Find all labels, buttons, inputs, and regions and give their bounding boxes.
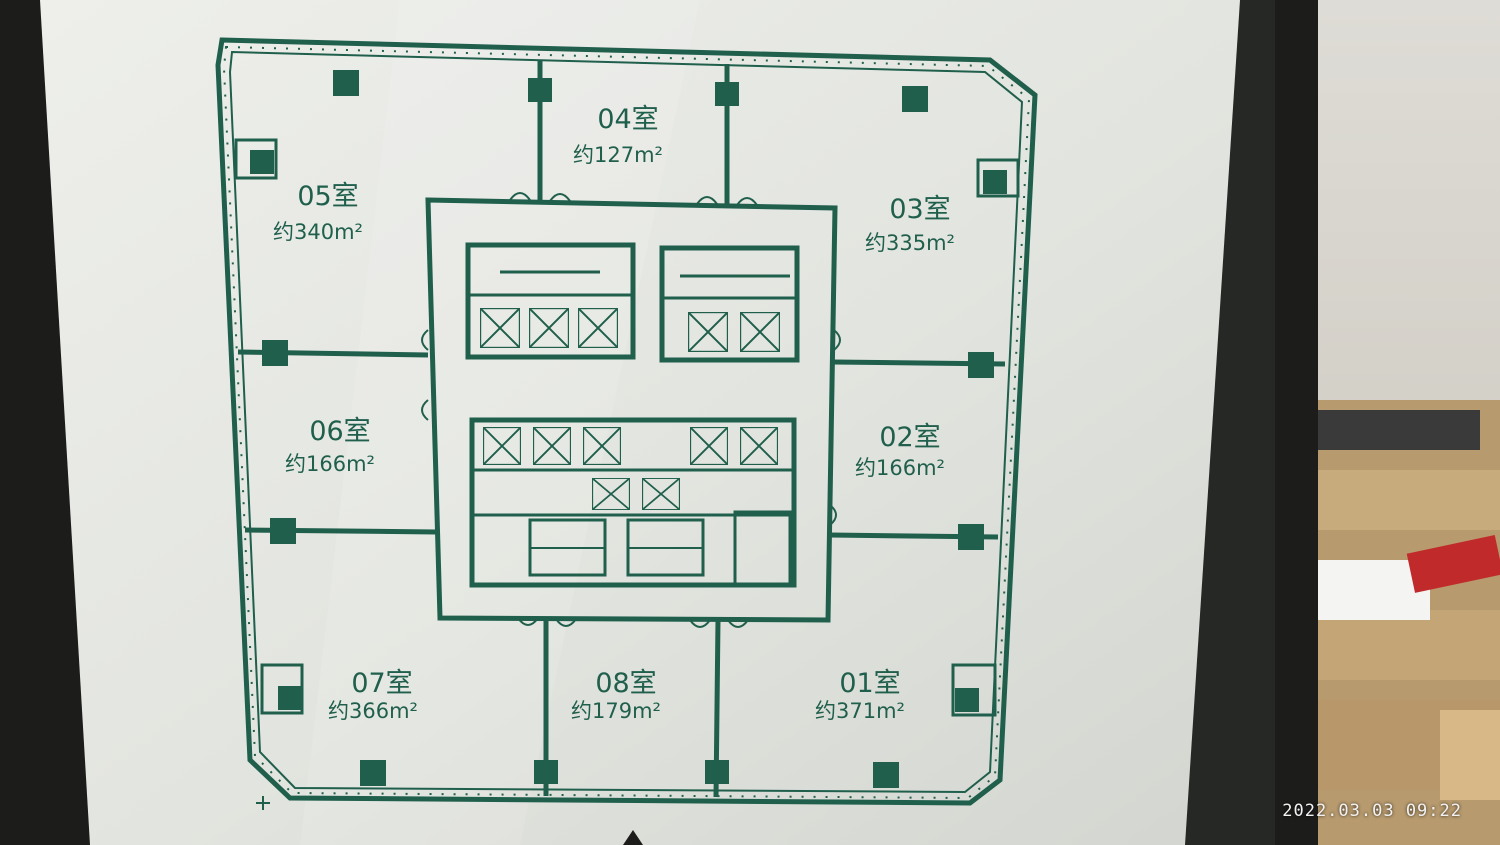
plus-marker-icon — [256, 796, 270, 810]
room-labels: 05室 约340m² 04室 约127m² 03室 约335m² 06室 约16… — [273, 104, 955, 723]
north-arrow-icon — [623, 830, 643, 845]
upper-service-left — [465, 242, 636, 360]
room-04: 04室 约127m² — [573, 104, 663, 167]
room-01: 01室 约371m² — [815, 668, 905, 723]
room-03-area: 约335m² — [865, 231, 955, 255]
room-07: 07室 约366m² — [328, 668, 418, 723]
room-06-area: 约166m² — [285, 452, 375, 476]
lower-service — [469, 417, 797, 588]
core-wall — [425, 197, 838, 623]
room-08-name: 08室 — [595, 668, 656, 699]
room-03: 03室 约335m² — [865, 194, 955, 255]
room-04-name: 04室 — [597, 104, 658, 135]
room-01-name: 01室 — [839, 668, 900, 699]
upper-service-right — [659, 245, 800, 363]
room-06-name: 06室 — [309, 416, 370, 447]
room-02-area: 约166m² — [855, 456, 945, 480]
room-08-area: 约179m² — [571, 699, 661, 723]
room-04-area: 约127m² — [573, 143, 663, 167]
room-01-area: 约371m² — [815, 699, 905, 723]
elevator-shafts — [480, 308, 780, 510]
structural-columns — [250, 70, 1007, 788]
room-06: 06室 约166m² — [285, 416, 375, 476]
room-05-area: 约340m² — [273, 220, 363, 244]
window-line — [228, 50, 1024, 794]
room-02: 02室 约166m² — [855, 422, 945, 480]
floor-plan — [215, 37, 1038, 806]
room-08: 08室 约179m² — [571, 668, 661, 723]
room-07-name: 07室 — [351, 668, 412, 699]
room-05-name: 05室 — [297, 181, 358, 212]
photo-timestamp: 2022.03.03 09:22 — [1282, 801, 1462, 821]
room-03-name: 03室 — [889, 194, 950, 225]
room-05: 05室 约340m² — [273, 181, 363, 244]
room-02-name: 02室 — [879, 422, 940, 453]
room-07-area: 约366m² — [328, 699, 418, 723]
outer-wall — [215, 37, 1038, 806]
